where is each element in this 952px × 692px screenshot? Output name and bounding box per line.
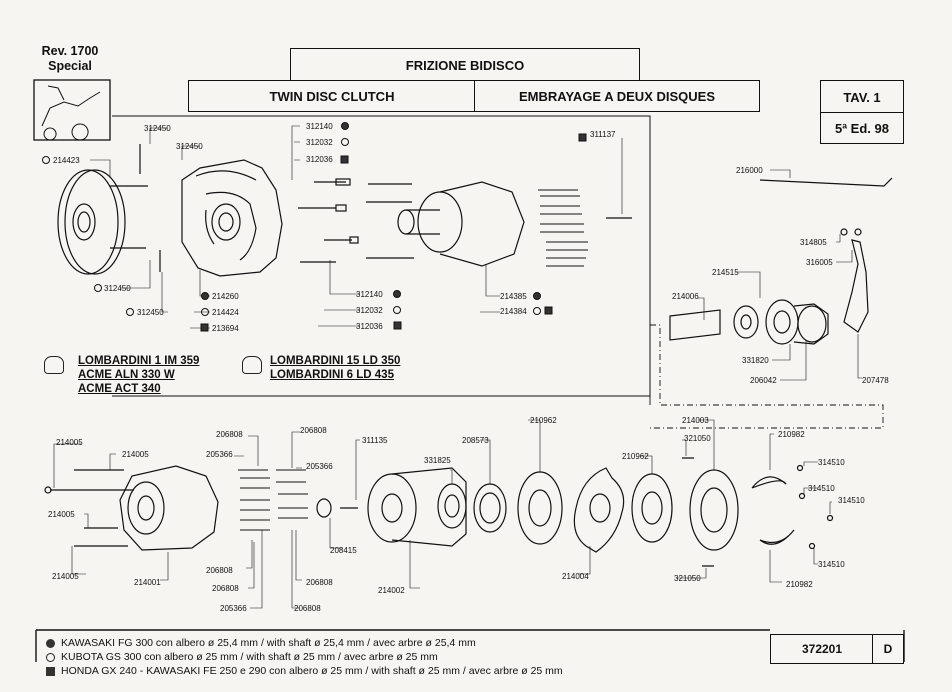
part-label: 205366 — [306, 462, 333, 471]
part-label: 312032 — [306, 138, 333, 147]
part-label: 208415 — [330, 546, 357, 555]
part-label: 214006 — [672, 292, 699, 301]
part-label: 214002 — [378, 586, 405, 595]
engine-item: LOMBARDINI 15 LD 350 — [270, 355, 401, 367]
tractor-thumbnail — [33, 79, 111, 141]
part-label: 205366 — [206, 450, 233, 459]
part-label: 321050 — [684, 434, 711, 443]
engine-group-1: LOMBARDINI 1 IM 359 ACME ALN 330 W ACME … — [78, 354, 199, 396]
part-label: 206808 — [306, 578, 333, 587]
part-label: 214005 — [122, 450, 149, 459]
part-label: 214005 — [56, 438, 83, 447]
part-label: 312450 — [137, 308, 164, 317]
frame-top — [112, 115, 651, 397]
part-label: 206042 — [750, 376, 777, 385]
part-label: 206808 — [300, 426, 327, 435]
part-label: 331825 — [424, 456, 451, 465]
filled-circle-icon — [46, 638, 55, 648]
part-label: 214003 — [682, 416, 709, 425]
part-label: 214515 — [712, 268, 739, 277]
engine-item: LOMBARDINI 1 IM 359 — [78, 355, 200, 367]
part-label: 214005 — [52, 572, 79, 581]
part-label: 316005 — [806, 258, 833, 267]
part-label: 208573 — [462, 436, 489, 445]
part-label: 205366 — [220, 604, 247, 613]
part-label: 210962 — [622, 452, 649, 461]
part-label: 214423 — [53, 156, 80, 165]
part-label: 312036 — [356, 322, 383, 331]
legend-row-dot: KAWASAKI FG 300 con albero ø 25,4 mm / w… — [46, 637, 476, 649]
legend-text: KAWASAKI FG 300 con albero ø 25,4 mm / w… — [61, 637, 476, 649]
part-label: 214004 — [562, 572, 589, 581]
part-label: 312036 — [306, 155, 333, 164]
variant-markers — [42, 122, 587, 332]
title-italian: FRIZIONE BIDISCO — [290, 48, 640, 82]
part-label: 314510 — [818, 560, 845, 569]
part-label: 312450 — [176, 142, 203, 151]
part-label: 214001 — [134, 578, 161, 587]
engine-icon — [242, 356, 262, 374]
engine-item: LOMBARDINI 6 LD 435 — [270, 369, 394, 381]
legend-frame — [35, 629, 905, 662]
part-label: 214260 — [212, 292, 239, 301]
part-label: 206808 — [294, 604, 321, 613]
document-code: 372201 — [770, 634, 874, 664]
part-label: 216000 — [736, 166, 763, 175]
part-label: 312140 — [356, 290, 383, 299]
part-label: 210962 — [530, 416, 557, 425]
engine-item: ACME ALN 330 W — [78, 369, 175, 381]
part-label: 314510 — [838, 496, 865, 505]
part-label: 312450 — [144, 124, 171, 133]
legend-text: KUBOTA GS 300 con albero ø 25 mm / with … — [61, 651, 438, 663]
engine-icon — [44, 356, 64, 374]
part-label: 314510 — [818, 458, 845, 467]
table-number: TAV. 1 — [820, 80, 904, 114]
part-label: 314510 — [808, 484, 835, 493]
legend-row-ring: KUBOTA GS 300 con albero ø 25 mm / with … — [46, 651, 438, 663]
part-label: 206808 — [216, 430, 243, 439]
part-label: 214005 — [48, 510, 75, 519]
part-label: 321050 — [674, 574, 701, 583]
part-label: 213694 — [212, 324, 239, 333]
engine-group-2: LOMBARDINI 15 LD 350 LOMBARDINI 6 LD 435 — [270, 354, 400, 382]
model-name: Special — [48, 59, 92, 73]
part-label: 214424 — [212, 308, 239, 317]
edition-label: 5ª Ed. 98 — [820, 112, 904, 144]
part-label: 314805 — [800, 238, 827, 247]
part-label: 210982 — [778, 430, 805, 439]
part-label: 331820 — [742, 356, 769, 365]
title-french: EMBRAYAGE A DEUX DISQUES — [474, 80, 760, 112]
title-english: TWIN DISC CLUTCH — [188, 80, 476, 112]
revision-label: Rev. 1700 Special — [30, 44, 110, 74]
part-label: 311135 — [362, 436, 388, 445]
part-label: 214385 — [500, 292, 527, 301]
part-label: 210982 — [786, 580, 813, 589]
revision-letter: D — [872, 634, 904, 664]
filled-square-icon — [46, 666, 55, 676]
legend-text: HONDA GX 240 - KAWASAKI FE 250 e 290 con… — [61, 665, 563, 677]
part-label: 312140 — [306, 122, 333, 131]
part-label: 206808 — [206, 566, 233, 575]
part-label: 207478 — [862, 376, 889, 385]
legend-row-square: HONDA GX 240 - KAWASAKI FE 250 e 290 con… — [46, 665, 563, 677]
revision-number: Rev. 1700 — [41, 44, 99, 58]
part-label: 206808 — [212, 584, 239, 593]
engine-item: ACME ACT 340 — [78, 383, 161, 395]
part-label: 311137 — [590, 130, 616, 139]
part-label: 312032 — [356, 306, 383, 315]
open-circle-icon — [46, 652, 55, 662]
part-label: 214384 — [500, 307, 527, 316]
part-label: 312450 — [104, 284, 131, 293]
